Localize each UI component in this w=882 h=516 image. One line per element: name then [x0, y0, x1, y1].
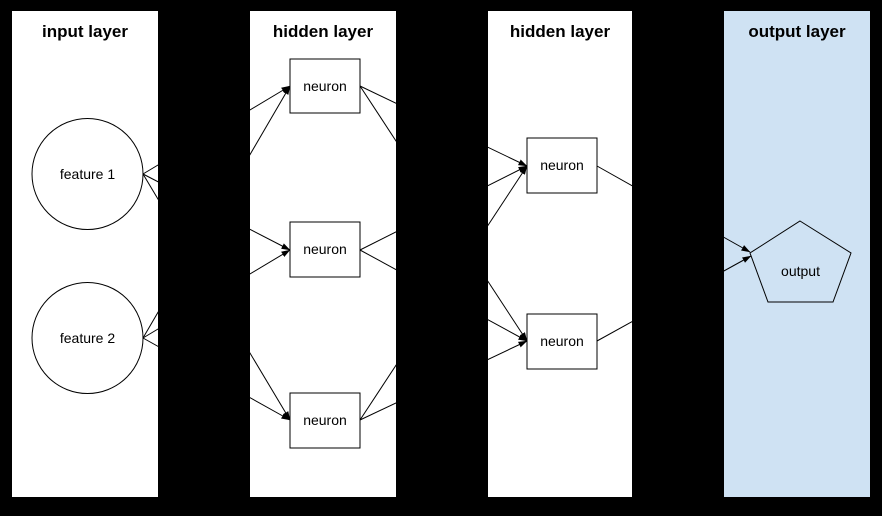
h2-n2-rect: [526, 313, 598, 370]
node-h1-n1: neuron: [289, 58, 361, 114]
feature-2-label: feature 2: [60, 330, 115, 346]
connection-line: [359, 85, 528, 167]
node-h2-n2: neuron: [526, 313, 598, 370]
node-feature-1: feature 1: [31, 118, 144, 230]
node-output: output: [749, 220, 852, 303]
output-pentagon: [749, 220, 852, 303]
connection-line: [142, 249, 291, 339]
h2-n2-label: neuron: [540, 333, 584, 349]
connection-line: [596, 165, 751, 253]
h1-n2-rect: [289, 221, 361, 278]
hidden-layer-2-panel: [488, 11, 632, 497]
h1-n3-label: neuron: [303, 412, 347, 428]
h1-n3-rect: [289, 392, 361, 449]
connection-line: [142, 85, 291, 175]
connection-line: [359, 249, 528, 342]
feature-1-label: feature 1: [60, 166, 115, 182]
h1-n1-rect: [289, 58, 361, 114]
h2-n1-label: neuron: [540, 157, 584, 173]
node-h1-n3: neuron: [289, 392, 361, 449]
connection-line: [142, 173, 291, 421]
connection-line: [359, 165, 528, 421]
h2-n1-rect: [526, 137, 598, 194]
h1-n1-label: neuron: [303, 78, 347, 94]
connection-line: [142, 85, 291, 339]
output-label: output: [781, 263, 820, 279]
connection-line: [359, 340, 528, 421]
node-h2-n1: neuron: [526, 137, 598, 194]
feature-2-circle: [31, 282, 144, 394]
input-layer-panel: [12, 11, 158, 497]
connection-line: [359, 85, 528, 342]
connection-line: [142, 337, 291, 421]
node-h1-n2: neuron: [289, 221, 361, 278]
feature-1-circle: [31, 118, 144, 230]
connections-group: [142, 85, 752, 421]
connection-line: [596, 255, 752, 342]
output-layer-title: output layer: [748, 22, 846, 41]
h1-n2-label: neuron: [303, 241, 347, 257]
node-feature-2: feature 2: [31, 282, 144, 394]
input-layer-title: input layer: [42, 22, 128, 41]
connection-line: [359, 165, 528, 251]
hidden-layer-2-title: hidden layer: [510, 22, 611, 41]
hidden-layer-1-title: hidden layer: [273, 22, 374, 41]
